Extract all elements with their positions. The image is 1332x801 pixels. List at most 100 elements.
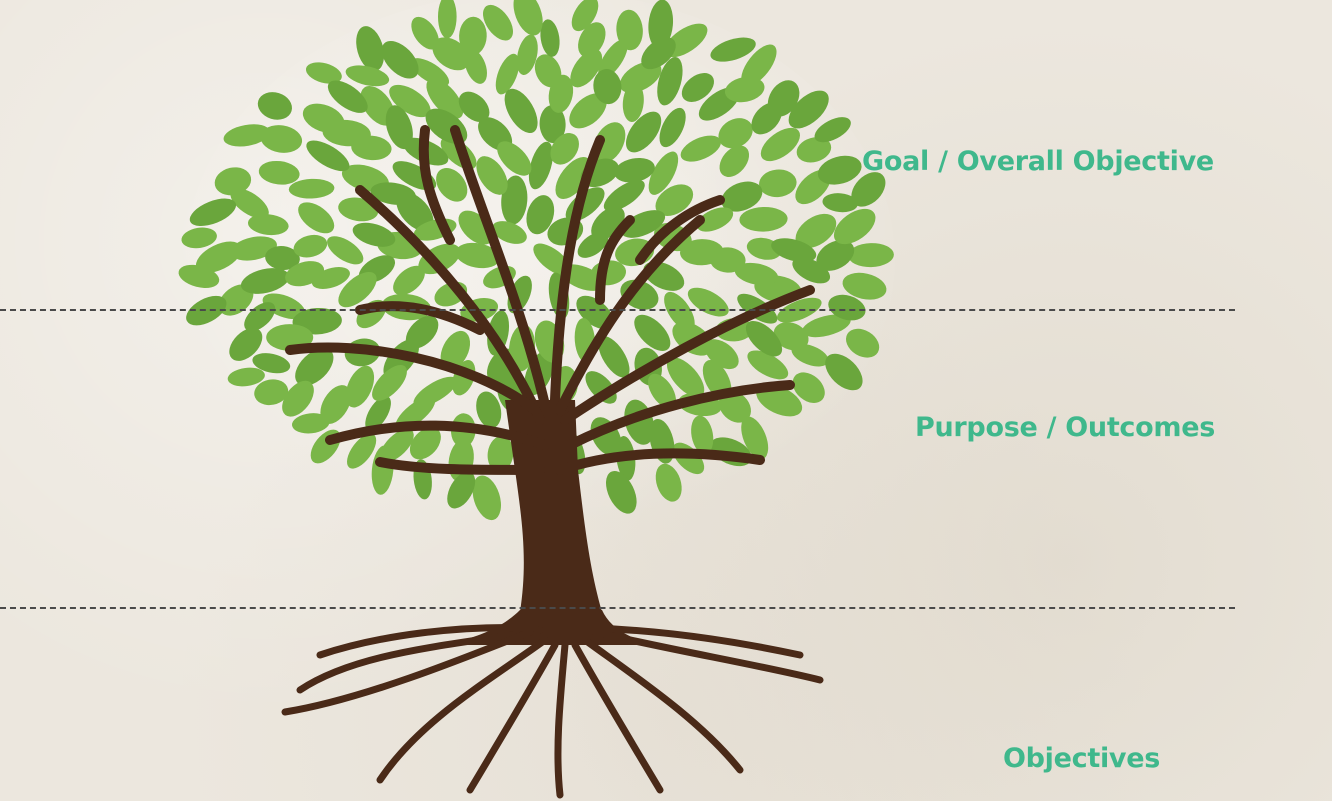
leaf-mark <box>247 214 289 236</box>
leaf-mark <box>282 380 314 417</box>
leaf-mark <box>306 140 350 172</box>
leaf-mark <box>605 470 637 514</box>
tree-root <box>296 626 544 694</box>
leaf-mark <box>822 193 858 213</box>
leaf-mark <box>459 16 487 56</box>
leaf-mark <box>634 314 671 351</box>
leaf-mark <box>598 336 630 378</box>
tree-trunk <box>505 400 602 612</box>
leaf-mark <box>409 427 441 460</box>
leaf-mark <box>845 328 880 358</box>
leaf-mark <box>410 58 450 87</box>
leaf-mark <box>455 242 500 269</box>
leaf-mark <box>230 188 269 219</box>
leaf-mark <box>664 291 695 331</box>
leaf-mark <box>458 91 490 122</box>
tree-branch <box>560 285 815 425</box>
leaf-mark <box>734 262 779 286</box>
leaf-mark <box>851 172 886 207</box>
leaf-mark <box>413 376 458 407</box>
leaf-mark <box>260 125 303 153</box>
tree-branch <box>635 195 725 265</box>
leaf-mark <box>828 294 866 321</box>
leaf-mark <box>288 178 335 199</box>
tree-root <box>466 641 559 794</box>
leaf-mark <box>739 206 788 232</box>
tree-branch <box>285 342 540 415</box>
leaf-mark <box>555 157 592 199</box>
leaf-mark <box>745 320 783 357</box>
leaf-mark <box>796 137 832 163</box>
leaf-mark <box>540 19 560 57</box>
purpose-label: Purpose / Outcomes <box>915 412 1215 443</box>
leaf-mark <box>759 169 797 198</box>
leaf-mark <box>254 379 289 406</box>
leaf-mark <box>848 243 894 268</box>
leaf-mark <box>648 151 679 195</box>
leaf-mark <box>710 37 756 62</box>
leaf-mark <box>257 92 292 120</box>
tree-branch <box>355 301 485 335</box>
leaf-mark <box>218 284 254 316</box>
leaf-mark <box>298 202 335 234</box>
leaf-mark <box>495 53 520 95</box>
leaf-mark <box>252 353 291 374</box>
leaf-mark <box>747 350 789 380</box>
leaf-mark <box>792 257 831 284</box>
leaf-mark <box>492 221 527 244</box>
leaf-mark <box>577 231 609 258</box>
tree-root <box>281 628 534 716</box>
leaf-mark <box>327 80 368 113</box>
leaf-mark <box>655 463 682 502</box>
leaf-mark <box>295 348 334 386</box>
leaf-mark <box>411 16 439 50</box>
leaf-mark <box>476 391 502 429</box>
divider-top <box>0 309 1235 311</box>
leaf-mark <box>691 415 714 455</box>
leaf-mark <box>718 118 753 149</box>
leaf-mark <box>440 330 471 371</box>
leaf-mark <box>223 124 271 147</box>
leaf-mark <box>372 364 407 401</box>
leaf-mark <box>426 78 464 119</box>
leaf-mark <box>516 34 538 76</box>
tree-branch <box>550 135 605 405</box>
leaf-mark <box>795 213 837 249</box>
tree-branch <box>565 380 795 450</box>
leaf-mark <box>370 182 416 205</box>
leaf-mark <box>240 268 290 294</box>
leaf-mark <box>569 93 607 129</box>
leaf-mark <box>447 471 476 509</box>
leaf-mark <box>227 367 265 387</box>
leaf-mark <box>751 102 782 135</box>
leaf-mark <box>534 54 562 88</box>
leaf-mark <box>352 222 396 247</box>
leaf-mark <box>622 82 644 123</box>
leaf-mark <box>351 135 392 161</box>
leaf-mark <box>305 62 342 84</box>
tree-branch <box>555 215 705 415</box>
leaf-mark <box>550 133 579 165</box>
leaf-mark <box>680 135 721 162</box>
leaf-mark <box>578 22 606 58</box>
leaf-mark <box>320 385 352 424</box>
leaf-mark <box>437 0 457 39</box>
goal-label: Goal / Overall Objective <box>862 146 1214 177</box>
leaf-mark <box>181 227 217 249</box>
leaf-mark <box>648 373 676 409</box>
leaf-mark <box>504 88 538 134</box>
leaf-mark <box>576 295 614 330</box>
tree-branches <box>285 125 815 612</box>
leaf-mark <box>621 210 666 238</box>
leaf-mark <box>189 198 237 227</box>
tree-branch <box>418 125 455 245</box>
leaf-mark <box>842 272 887 300</box>
leaf-mark <box>655 184 694 216</box>
leaf-mark <box>816 239 855 271</box>
leaf-mark <box>710 247 746 273</box>
leaf-mark <box>825 353 863 391</box>
leaf-mark <box>571 0 599 32</box>
leaf-mark <box>833 208 876 245</box>
